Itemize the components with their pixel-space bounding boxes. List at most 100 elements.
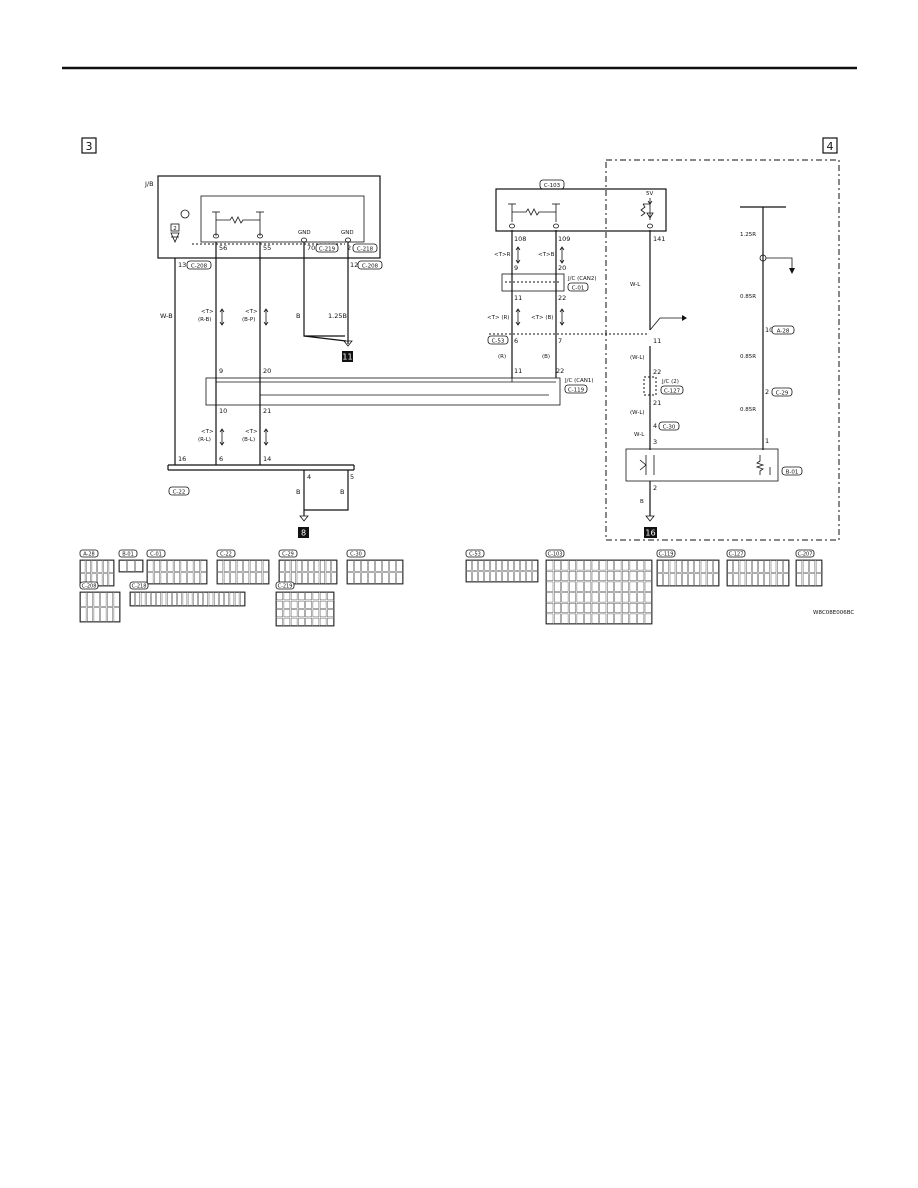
page-marker-left-text: 3 [86,140,93,153]
conn-tag-c208-a: C-208 [186,260,212,270]
connector-face-c-01: C-01 [146,549,208,585]
jb-label: J/B [144,180,154,188]
right-pin-10: 10 [765,326,773,334]
bidirectional-arrow-icon [219,308,225,326]
wire-c22-ground [303,470,349,511]
connector-face-label: C-22 [220,552,232,558]
junction-block: J/B 2 GND GND [144,175,381,259]
can2-pin-20: 20 [558,264,566,272]
terminator-resistor-icon [512,208,556,216]
conn-tag-a28: A-28 [771,325,795,335]
connector-face-label: C-208 [82,584,97,590]
arrow-icon [789,268,795,274]
ground-icon [645,515,655,522]
can2-pin-9: 9 [514,264,518,272]
conn-tag-c219-jb: C-219 [315,243,339,253]
terminator-resistor-icon [216,216,260,224]
svg-text:C-127: C-127 [664,389,681,395]
connector-face-c-207: C-207 [795,549,823,587]
can-l-top-color: (B-P) [242,317,255,323]
bidirectional-arrow-icon [559,246,565,264]
conn-tag-c119: C-119 [564,384,588,394]
jc-can1-pin-9: 9 [219,367,223,375]
connector-face-label: C-53 [469,552,481,558]
jc-can1-pin-22: 22 [556,367,564,375]
c103-conn-tag: C-103 [539,179,565,190]
page-marker-right: 4 [822,137,838,154]
connector-face-c-53: C-53 [465,549,539,583]
connector-face-label: C-30 [350,552,362,558]
c103-pin-141: 141 [653,235,665,243]
can2-pin-22: 22 [558,294,566,302]
c22-pin-4: 4 [307,473,311,481]
wire-125b-label: 1.25B [328,312,347,320]
right-pin-22: 22 [653,368,661,376]
right-pin-2b: 2 [765,388,769,396]
right-pin-1: 1 [765,437,769,445]
conn-tag-c30: C-30 [658,421,680,431]
svg-text:A-28: A-28 [777,329,790,335]
ground-marker-8: 8 [298,527,309,538]
jc-can1-pin-21: 21 [263,407,271,415]
ecu-module-c103: 5V [495,188,667,232]
jc-can1-pin-10: 10 [219,407,227,415]
jc-can2-label: J/C (CAN2) [567,276,597,282]
jb-fuse-number: 2 [173,226,177,232]
b01-module [625,448,779,482]
jb-gnd1-label: GND [298,230,311,236]
jb-indicator-icon [180,209,190,219]
wire-wb-label: W-B [160,312,173,320]
page-marker-right-text: 4 [827,140,834,153]
bidirectional-arrow-icon [515,246,521,264]
connector-face-c-103: C-103 [545,549,653,625]
connector-face-label: C-119 [659,552,674,558]
c22-connector [167,464,355,471]
ground-icon [343,340,353,347]
connector-face-label: A-28 [83,552,94,558]
ground-marker-11: 11 [342,351,353,362]
conn-tag-c208-b: C-208 [357,260,383,270]
connector-face-c-30: C-30 [346,549,404,585]
c22-pin-16: 16 [178,455,186,463]
connector-face-c-119: C-119 [656,549,720,587]
connector-face-label: C-01 [150,552,162,558]
connector-face-label: C-218 [132,584,147,590]
jc2-label: J/C (2) [661,379,679,385]
right-wl1-label: W-L [630,282,641,288]
jb-pin-12: 12 [350,261,358,269]
svg-text:16: 16 [645,529,655,538]
can2-pin-11: 11 [514,294,522,302]
right-r085b-label: 0.85R [740,354,756,360]
right-wl2-label: (W-L) [630,355,645,361]
jb-can-module [200,195,365,243]
can-h-top-signal: <T> [201,309,214,315]
svg-text:11: 11 [342,353,352,362]
diode-icon [646,212,654,219]
can2-w1-low: (R) [498,354,506,360]
can2-w2-low: (B) [542,354,550,360]
bidirectional-arrow-icon [515,308,521,326]
right-r085a-label: 0.85R [740,294,756,300]
can2-w1-top: <T>R [494,252,511,258]
jc-can1-pin-20: 20 [263,367,271,375]
bidirectional-arrow-icon [263,428,269,446]
jb-pin-70: 70 [307,244,315,252]
jc-can2-block [501,273,565,292]
right-pin-11: 11 [653,337,661,345]
connector-face-a-28: A-28 [79,549,115,587]
jc2-joint [643,376,657,396]
resistor-icon [640,203,646,217]
svg-text:C-208: C-208 [362,264,379,270]
right-wl3-label: (W-L) [630,410,645,416]
connector-face-c-208: C-208 [79,581,121,623]
right-pin-21: 21 [653,399,661,407]
connector-face-label: C-127 [729,552,744,558]
can2-w2-top: <T>B [538,252,555,258]
can-l-bot-color: (B-L) [242,437,255,443]
right-pin-2: 2 [653,484,657,492]
c22-pin-14: 14 [263,455,271,463]
bidirectional-arrow-icon [559,308,565,326]
conn-tag-c22: C-22 [168,486,190,496]
wire-gnd-b [303,242,345,337]
